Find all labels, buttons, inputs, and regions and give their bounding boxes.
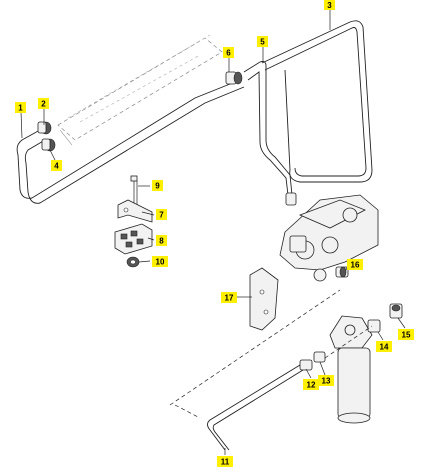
callout-15: 15 bbox=[398, 329, 414, 340]
fitting-13 bbox=[313, 351, 326, 363]
callout-17: 17 bbox=[221, 292, 237, 303]
callout-16: 16 bbox=[347, 259, 363, 270]
callout-2-label: 2 bbox=[41, 100, 46, 109]
callout-14: 14 bbox=[376, 341, 392, 352]
pipe-1 bbox=[16, 79, 245, 204]
assembly-dashed-lines bbox=[169, 289, 373, 419]
callout-8-label: 8 bbox=[159, 237, 164, 246]
fitting-12 bbox=[299, 359, 313, 371]
callout-12: 12 bbox=[303, 379, 319, 390]
callout-7: 7 bbox=[156, 209, 167, 220]
nut-10 bbox=[126, 256, 140, 268]
callout-17-label: 17 bbox=[225, 294, 234, 303]
pipe-5 bbox=[243, 61, 293, 196]
callout-6: 6 bbox=[223, 47, 234, 58]
callout-12-label: 12 bbox=[307, 381, 316, 390]
pipe-11 bbox=[207, 364, 304, 451]
fitting-16 bbox=[335, 266, 349, 278]
fitting-6 bbox=[225, 71, 243, 85]
mount-block-8 bbox=[114, 223, 153, 255]
callout-13-label: 13 bbox=[322, 377, 331, 386]
callout-5: 5 bbox=[257, 36, 268, 47]
callout-3-label: 3 bbox=[327, 1, 332, 10]
callout-14-label: 14 bbox=[380, 343, 389, 352]
callout-9-label: 9 bbox=[155, 182, 160, 191]
pump-inlet-fitting bbox=[285, 192, 297, 206]
fuel-filter bbox=[329, 315, 373, 424]
callout-11-label: 11 bbox=[221, 458, 230, 467]
callout-7-label: 7 bbox=[159, 211, 164, 220]
callout-9: 9 bbox=[152, 180, 163, 191]
fuel-injection-pump bbox=[279, 194, 379, 282]
callout-leaders bbox=[20, 9, 406, 455]
callout-11: 11 bbox=[217, 456, 233, 467]
callout-16-label: 16 bbox=[351, 261, 360, 270]
bracket-7 bbox=[117, 199, 153, 223]
callout-4: 4 bbox=[51, 160, 62, 171]
callout-6-label: 6 bbox=[226, 49, 231, 58]
callout-1: 1 bbox=[15, 102, 26, 113]
callout-4-label: 4 bbox=[54, 162, 59, 171]
fitting-14 bbox=[367, 319, 381, 333]
fitting-2 bbox=[37, 121, 52, 135]
radiator-panel-outline bbox=[57, 34, 223, 146]
pipe-3 bbox=[261, 20, 373, 183]
callout-13: 13 bbox=[318, 375, 334, 386]
callout-5-label: 5 bbox=[260, 38, 265, 47]
callout-15-label: 15 bbox=[402, 331, 411, 340]
callout-10-label: 10 bbox=[156, 258, 165, 267]
callout-2: 2 bbox=[38, 98, 49, 109]
callout-8: 8 bbox=[156, 235, 167, 246]
fitting-4 bbox=[41, 138, 56, 152]
bracket-17 bbox=[249, 267, 279, 331]
fitting-15 bbox=[389, 303, 403, 319]
callout-3: 3 bbox=[324, 0, 335, 10]
callout-1-label: 1 bbox=[18, 104, 23, 113]
callout-10: 10 bbox=[152, 256, 168, 267]
